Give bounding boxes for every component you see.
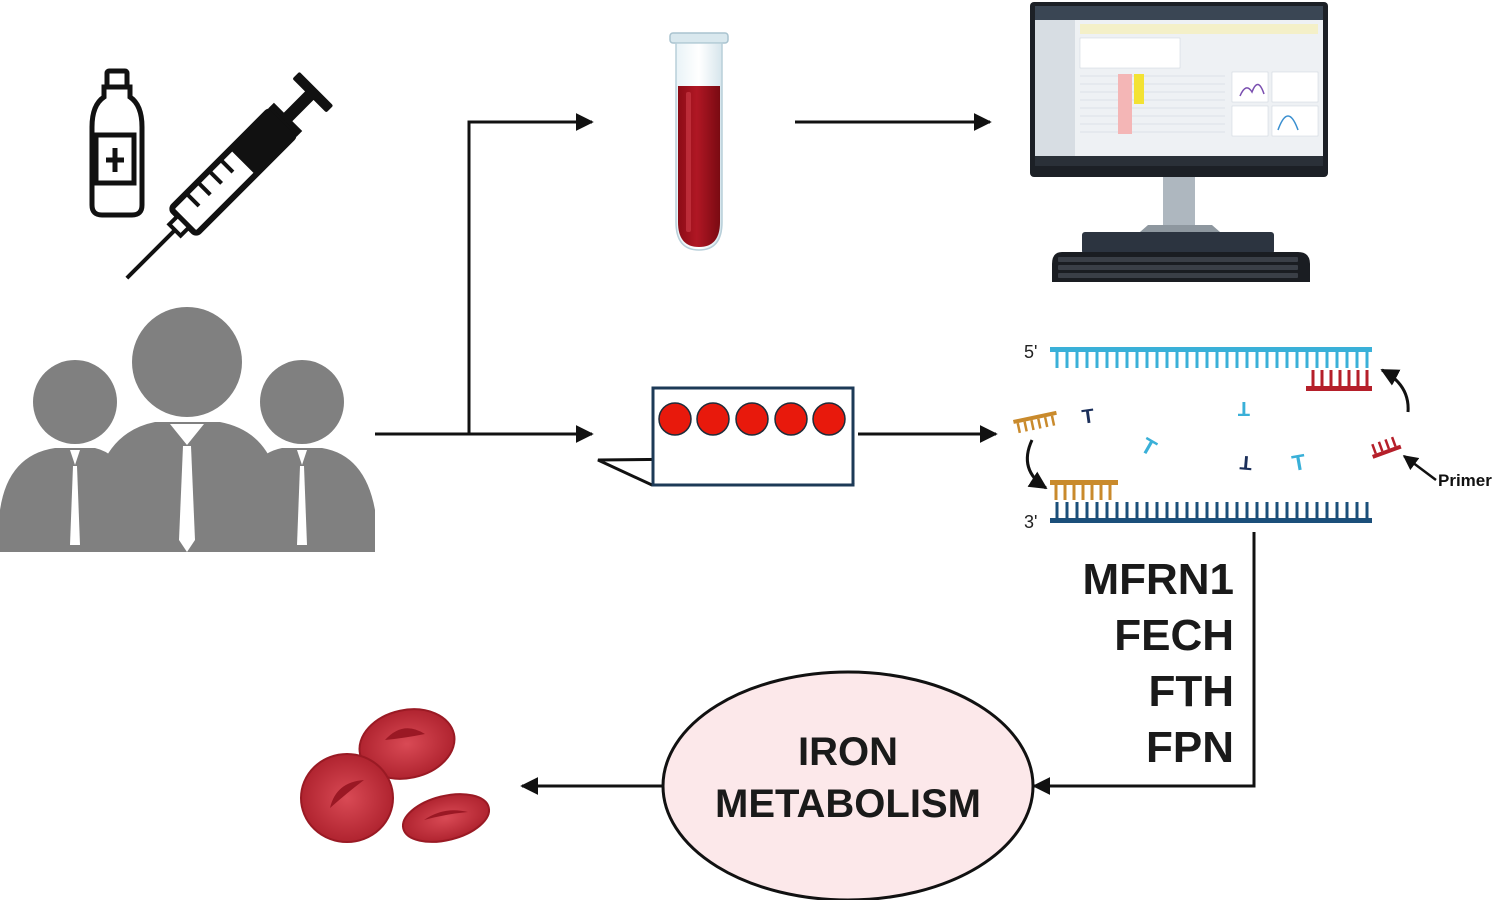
- arrow-pcr-to-metabolism: [1032, 532, 1256, 795]
- red-blood-cells-icon: [300, 708, 491, 843]
- keyboard-icon: [1052, 232, 1310, 282]
- vial-icon: [89, 68, 145, 218]
- monitor-icon: [1030, 2, 1328, 232]
- nucleotide-4: T: [1239, 451, 1253, 474]
- iron-metabolism-label: IRON METABOLISM: [663, 726, 1033, 830]
- pathway-line-1: IRON: [798, 730, 898, 774]
- arrow-branch-to-blood: [467, 113, 594, 434]
- workflow-arrows: [375, 113, 1256, 795]
- blood-tube-icon: [669, 32, 729, 251]
- nucleotide-2: T: [1137, 433, 1162, 462]
- five-prime-label: 5': [1024, 342, 1037, 362]
- gene-label: FTH: [1148, 667, 1234, 716]
- gene-label: MFRN1: [1082, 555, 1234, 604]
- gene-label: FPN: [1146, 723, 1234, 772]
- three-prime-label: 3': [1024, 512, 1037, 532]
- gene-list: MFRN1 FECH FTH FPN: [1040, 552, 1234, 776]
- primer-label: Primer: [1438, 471, 1492, 490]
- pathway-line-2: METABOLISM: [715, 782, 981, 826]
- iron-metabolism-ellipse: [661, 670, 1035, 900]
- nucleotide-5: T: [1290, 449, 1308, 476]
- top-strand: [1050, 347, 1372, 352]
- dna-pcr-icon: T T T T T 5' 3' Primer: [1013, 342, 1492, 532]
- nucleotide-3: T: [1238, 397, 1250, 419]
- syringe-icon: [125, 72, 333, 280]
- bottom-strand: [1050, 518, 1372, 523]
- nucleotide-1: T: [1081, 405, 1096, 428]
- people-icon: [0, 307, 375, 552]
- blot-slide-icon: [597, 386, 855, 487]
- gene-label: FECH: [1114, 611, 1234, 660]
